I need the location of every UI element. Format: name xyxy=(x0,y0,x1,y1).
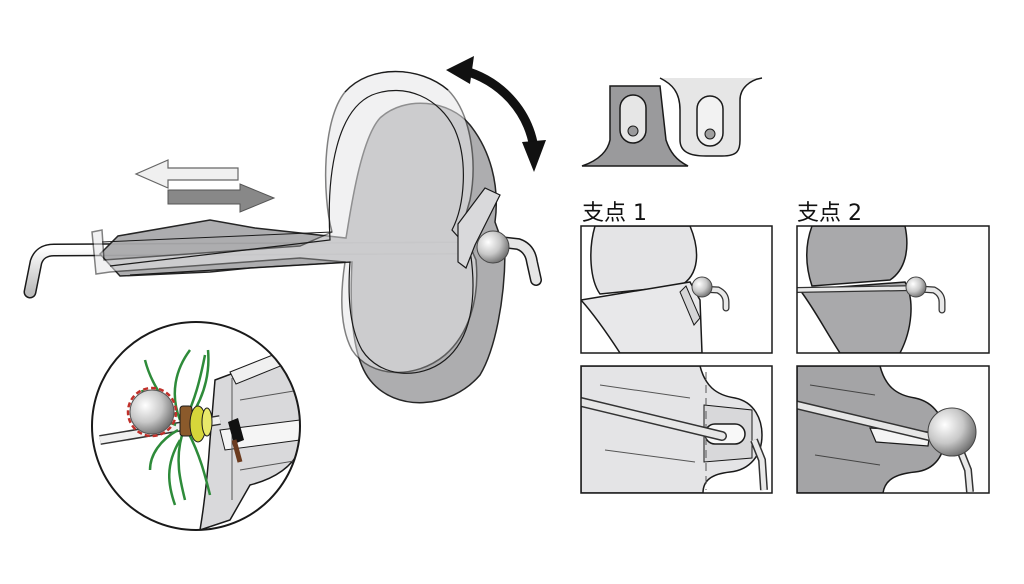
spoon-plate-ghost-outline xyxy=(109,89,474,374)
slot-detail xyxy=(581,77,763,167)
rear-tab xyxy=(457,187,501,269)
curved-arrow-icon xyxy=(446,56,546,172)
wire-shaft xyxy=(23,236,542,299)
ball-bearing xyxy=(476,230,510,264)
arrow-left-icon xyxy=(134,159,239,189)
spoon-plate-light xyxy=(91,70,478,374)
main-assembly xyxy=(23,56,546,404)
panel-pivot-2-bottom xyxy=(796,365,990,494)
pivot-2-label: 支点 2 xyxy=(797,201,862,226)
panel-pivot-2-top xyxy=(796,225,990,354)
arrow-right-icon xyxy=(167,183,276,213)
panel-pivot-1-top xyxy=(580,225,773,354)
panel-pivot-1-bottom xyxy=(580,365,773,494)
highlighted-ball xyxy=(129,389,175,435)
pivot-1-label: 支点 1 xyxy=(582,201,647,226)
zoom-detail-circle xyxy=(91,321,301,531)
